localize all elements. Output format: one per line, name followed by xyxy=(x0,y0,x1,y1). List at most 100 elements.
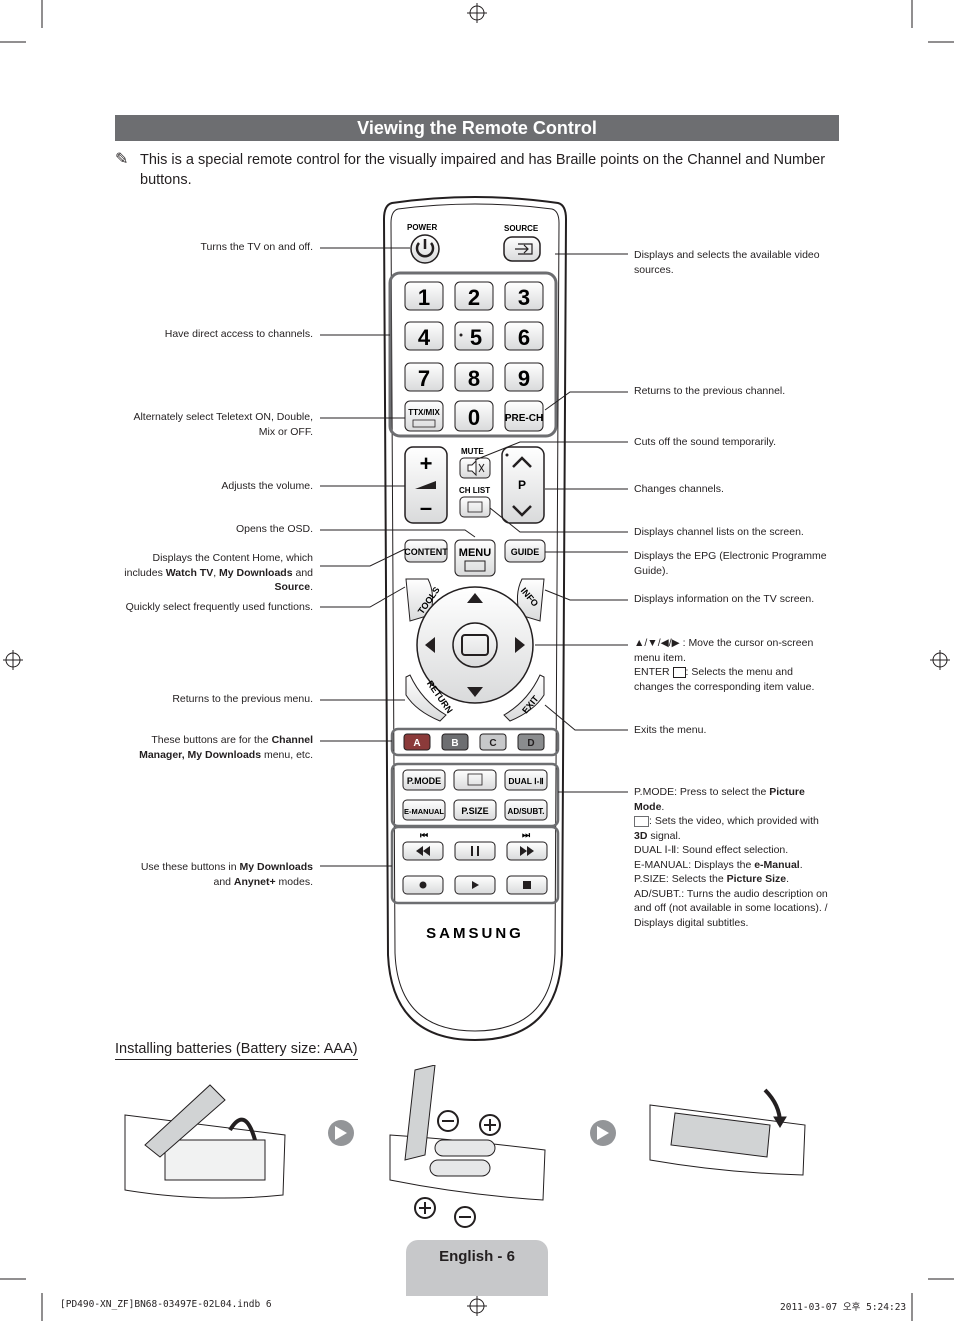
label-function-text: signal. xyxy=(647,829,681,842)
skip-back-icon: ⏮ xyxy=(420,830,428,840)
ttx-mix-button[interactable] xyxy=(404,400,444,432)
section-title-bar: Viewing the Remote Control xyxy=(115,115,839,141)
pause-button[interactable] xyxy=(454,841,496,861)
enter-icon xyxy=(672,666,686,678)
label-channel-change: Changes channels. xyxy=(634,483,724,495)
rewind-icon xyxy=(416,846,430,856)
guide-label: GUIDE xyxy=(511,547,540,557)
label-nav-line1: ▲/▼/◀/▶ : Move the cursor on-screen xyxy=(634,637,814,649)
enter-button[interactable] xyxy=(452,622,498,668)
e-manual-button[interactable] xyxy=(402,799,446,821)
digit-button-1[interactable] xyxy=(404,281,444,311)
digit-button-8[interactable] xyxy=(454,362,494,392)
color-label-a: A xyxy=(413,738,420,749)
number-pad: 1 2 3 4 5 6 7 8 9 xyxy=(404,281,544,392)
label-mode: Mode xyxy=(634,800,662,813)
e-manual-label: E-MANUAL xyxy=(404,807,444,816)
label-function-text: : Sound effect selection. xyxy=(676,844,789,856)
digit-button-6[interactable] xyxy=(504,321,544,351)
color-button-a[interactable] xyxy=(403,733,431,751)
pause-icon xyxy=(471,846,479,856)
arrow-right-icon-1 xyxy=(328,1120,354,1146)
arrow-right-icon-2 xyxy=(590,1120,616,1146)
3d-icon xyxy=(467,773,483,786)
label-function-text: . xyxy=(786,873,790,885)
label-3d-text: : Sets the video, which provided with xyxy=(649,815,819,827)
pencil-icon: ✎ xyxy=(115,151,129,168)
label-function-text: and off (not available in some locations… xyxy=(634,902,828,914)
battery-illustrations xyxy=(124,1065,806,1228)
digit-button-5[interactable] xyxy=(454,321,494,351)
digit-button-4[interactable] xyxy=(404,321,444,351)
ch-list-button[interactable] xyxy=(459,496,491,518)
label-function-text: : Press to select the xyxy=(674,786,770,798)
dual-label: DUAL Ⅰ-Ⅱ xyxy=(508,776,543,786)
number-pad-frame xyxy=(388,271,558,438)
label-osd: Opens the OSD. xyxy=(235,523,313,535)
digit-label: 2 xyxy=(468,285,480,310)
label-channel: Channel xyxy=(271,734,313,746)
digit-button-7[interactable] xyxy=(404,362,444,392)
color-button-d[interactable] xyxy=(517,733,545,751)
label-function-text: . xyxy=(661,800,665,813)
stop-icon xyxy=(523,881,531,889)
guide-button[interactable] xyxy=(504,539,546,563)
label-return: Returns to the previous menu. xyxy=(172,693,313,705)
label-3d: 3D xyxy=(634,829,648,842)
3d-button[interactable] xyxy=(453,769,497,791)
ch-list-icon xyxy=(467,501,483,513)
label-power: Turns the TV on and off. xyxy=(200,241,313,253)
digit-label: 0 xyxy=(468,405,480,430)
label-dual: DUAL Ⅰ-Ⅱ xyxy=(634,844,677,856)
label-watch-tv: Watch TV xyxy=(165,566,214,579)
page-title: Viewing the Remote Control xyxy=(357,118,597,138)
mute-icon xyxy=(467,459,485,477)
label-numbers: Have direct access to channels. xyxy=(164,328,313,340)
page-number: English - 6 xyxy=(439,1248,515,1265)
digit-button-0[interactable] xyxy=(454,400,494,432)
label-my-downloads: My Downloads xyxy=(219,566,293,579)
label-ttx-line1: Alternately select Teletext ON, Double, xyxy=(133,411,313,423)
label-exit: Exits the menu. xyxy=(634,724,707,736)
digit-button-2[interactable] xyxy=(454,281,494,311)
p-mode-button[interactable] xyxy=(402,769,446,791)
label-content-text: , xyxy=(213,566,220,579)
dual-button[interactable] xyxy=(504,769,548,791)
play-icon xyxy=(472,881,479,889)
skip-forward-icon: ⏭ xyxy=(522,830,531,840)
volume-up-icon: + xyxy=(420,451,433,476)
page-number-tab: English - 6 xyxy=(406,1240,548,1296)
label-playback-text: and xyxy=(213,875,234,888)
remote-control: POWER SOURCE 1 2 3 4 5 6 7 8 9 TTX/MIX 0… xyxy=(382,196,568,1042)
label-source-line2: sources. xyxy=(634,263,674,276)
label-content-text: includes xyxy=(124,566,166,579)
digit-button-9[interactable] xyxy=(504,362,544,392)
up-arrow-icon xyxy=(467,593,483,603)
label-e-manual: E-MANUAL xyxy=(634,858,689,871)
label-playback-text: modes. xyxy=(275,875,313,888)
power-label: POWER xyxy=(407,223,437,232)
ad-subt-button[interactable] xyxy=(504,799,548,821)
label-content-line1: Displays the Content Home, which xyxy=(152,552,314,564)
pre-ch-button[interactable] xyxy=(504,400,544,432)
color-label-c: C xyxy=(489,738,496,749)
ttx-mix-label: TTX/MIX xyxy=(408,408,440,417)
battery-heading: Installing batteries (Battery size: AAA) xyxy=(115,1041,358,1060)
digit-button-3[interactable] xyxy=(504,281,544,311)
power-icon xyxy=(415,239,435,258)
exit-button[interactable] xyxy=(503,674,545,722)
volume-wedge-icon xyxy=(415,481,436,489)
color-button-b[interactable] xyxy=(441,733,469,751)
pre-ch-label: PRE-CH xyxy=(505,413,543,424)
source-icon xyxy=(515,243,533,255)
return-button[interactable] xyxy=(405,674,447,722)
label-playback: Use these buttons in My Downloads and An… xyxy=(113,860,313,889)
ch-list-label: CH LIST xyxy=(459,486,490,495)
braille-dot xyxy=(459,333,463,337)
label-source: Source xyxy=(274,581,311,593)
label-color-buttons: These buttons are for the Channel Manage… xyxy=(113,733,313,762)
color-button-c[interactable] xyxy=(479,733,507,751)
p-size-button[interactable] xyxy=(453,799,497,821)
label-guide-line2: Guide). xyxy=(634,564,669,577)
